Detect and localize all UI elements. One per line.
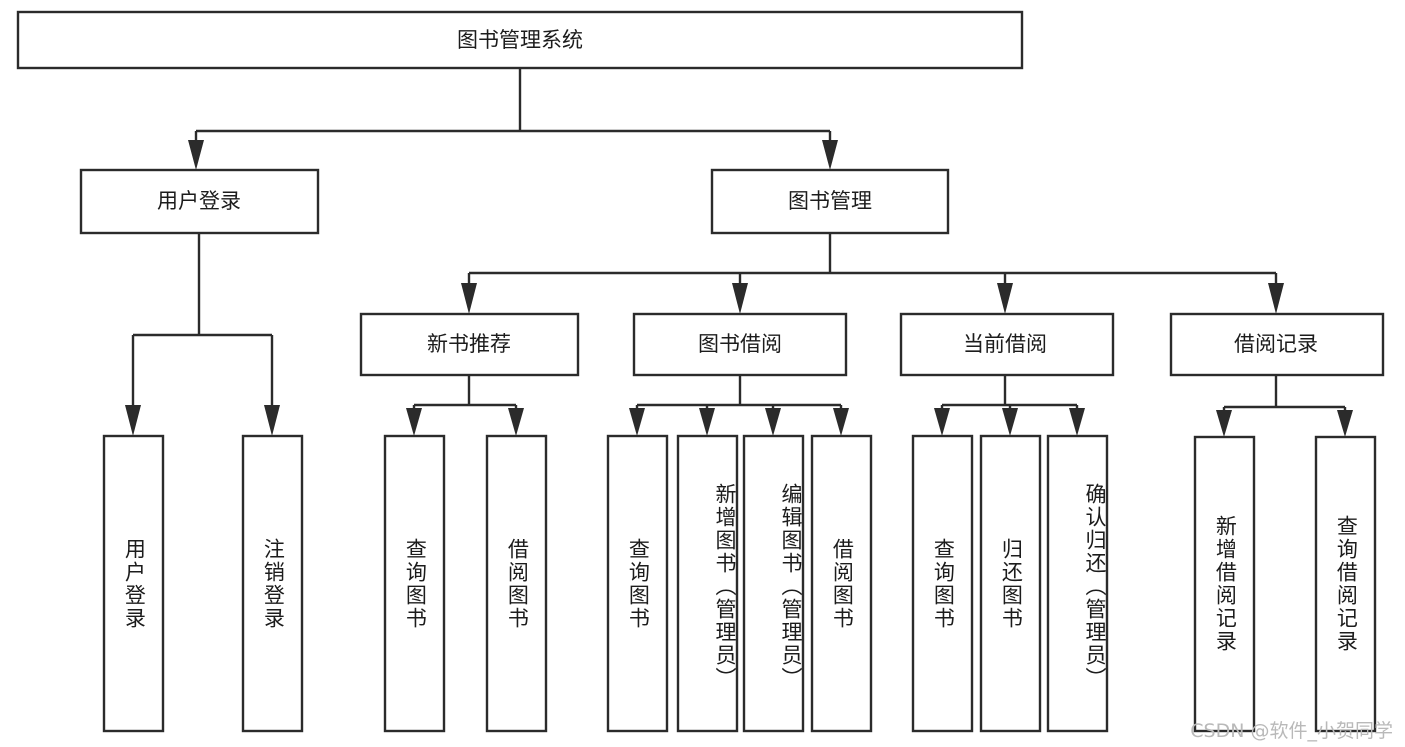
watermark-text: CSDN @软件_小贺同学: [1190, 720, 1393, 742]
node-box-root[interactable]: [16, 10, 1024, 70]
node-box-leaf-confirm-return[interactable]: [1046, 434, 1109, 733]
node-box-leaf-query-record[interactable]: [1314, 435, 1377, 733]
arrow-head-current-borrow: [997, 283, 1013, 314]
arrow-head-new-book-recommend: [461, 283, 477, 314]
node-label-book-borrow: 图书借阅: [698, 332, 782, 356]
node-label-book-manage: 图书管理: [788, 189, 872, 213]
arrow-head-leaf-add-book: [699, 408, 715, 436]
node-label-root: 图书管理系统: [457, 28, 583, 52]
node-box-leaf-user-logout[interactable]: [241, 434, 304, 733]
node-box-leaf-query-book-1[interactable]: [383, 434, 446, 733]
node-box-leaf-add-record[interactable]: [1193, 435, 1256, 733]
arrow-head-leaf-query-book-2: [629, 408, 645, 436]
arrow-head-leaf-borrow-book-1: [508, 408, 524, 436]
arrow-head-leaf-confirm-return: [1069, 408, 1085, 436]
node-label-user-login: 用户登录: [157, 189, 241, 213]
node-box-leaf-edit-book[interactable]: [742, 434, 805, 733]
node-group: 图书管理系统 用户登录 图书管理 新书推荐 图书借阅 当前借阅 借阅记录: [16, 10, 1385, 733]
node-label-new-book-recommend: 新书推荐: [427, 332, 511, 356]
arrow-head-user-login: [188, 140, 204, 170]
arrow-head-book-manage: [822, 140, 838, 170]
arrow-head-borrow-record: [1268, 283, 1284, 314]
arrow-head-leaf-user-login: [125, 405, 141, 436]
node-box-leaf-borrow-book-2[interactable]: [810, 434, 873, 733]
arrow-head-leaf-query-book-3: [934, 408, 950, 436]
arrow-head-leaf-query-record: [1337, 410, 1353, 437]
node-box-leaf-user-login[interactable]: [102, 434, 165, 733]
node-box-leaf-return-book[interactable]: [979, 434, 1042, 733]
node-box-book-manage[interactable]: [710, 168, 950, 235]
node-box-leaf-query-book-3[interactable]: [911, 434, 974, 733]
arrow-head-leaf-return-book: [1002, 408, 1018, 436]
arrow-head-leaf-add-record: [1216, 410, 1232, 437]
node-box-leaf-borrow-book-1[interactable]: [485, 434, 548, 733]
arrow-head-leaf-borrow-book-2: [833, 408, 849, 436]
node-box-leaf-add-book[interactable]: [676, 434, 739, 733]
node-box-user-login[interactable]: [79, 168, 320, 235]
arrow-head-leaf-query-book-1: [406, 408, 422, 436]
node-box-new-book-recommend[interactable]: [359, 312, 580, 377]
arrow-head-book-borrow: [732, 283, 748, 314]
node-box-borrow-record[interactable]: [1169, 312, 1385, 377]
node-label-borrow-record: 借阅记录: [1234, 332, 1318, 356]
node-label-current-borrow: 当前借阅: [963, 332, 1047, 356]
node-box-leaf-query-book-2[interactable]: [606, 434, 669, 733]
node-box-current-borrow[interactable]: [899, 312, 1115, 377]
connector-group: [125, 68, 1353, 437]
node-box-book-borrow[interactable]: [632, 312, 848, 377]
arrow-head-leaf-edit-book: [765, 408, 781, 436]
arrow-head-leaf-user-logout: [264, 405, 280, 436]
